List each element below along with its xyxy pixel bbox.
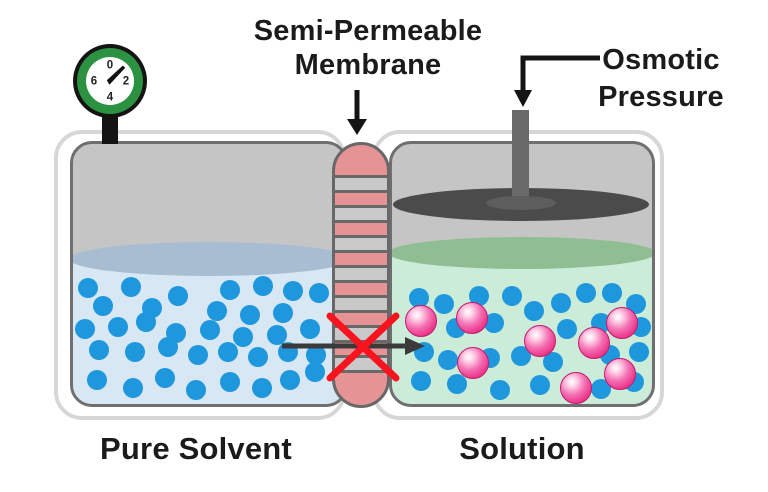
pure-solvent-label: Pure Solvent <box>100 431 292 466</box>
solvent-molecule-dot <box>93 296 113 316</box>
solvent-molecule-dot <box>469 286 489 306</box>
solvent-molecule-dot <box>220 372 240 392</box>
solvent-molecule-dot <box>218 342 238 362</box>
membrane-label-line2: Membrane <box>294 49 442 81</box>
solvent-molecule-dot <box>591 379 611 399</box>
solvent-molecule-dot <box>108 317 128 337</box>
membrane-label-line1: Semi-Permeable <box>253 15 483 47</box>
solvent-molecule-dot <box>75 319 95 339</box>
solvent-molecule-dot <box>305 362 325 382</box>
membrane-stripe <box>335 250 387 265</box>
solvent-molecule-dot <box>551 293 571 313</box>
solvent-molecule-dot <box>283 281 303 301</box>
right-liquid-surface <box>392 237 652 269</box>
membrane-label: Semi-Permeable Membrane <box>208 14 528 82</box>
solvent-molecule-dot <box>121 277 141 297</box>
solvent-molecule-dot <box>409 288 429 308</box>
solvent-molecule-dot <box>252 378 272 398</box>
membrane-stripe <box>335 205 387 220</box>
solvent-molecule-dot <box>447 374 467 394</box>
solvent-molecule-dot <box>125 342 145 362</box>
solvent-molecule-dot <box>438 350 458 370</box>
gauge-needle-icon <box>106 65 126 85</box>
solvent-molecule-dot <box>557 319 577 339</box>
solvent-molecule-dot <box>484 313 504 333</box>
solvent-molecule-dot <box>158 337 178 357</box>
solvent-molecule-dot <box>123 378 143 398</box>
solvent-molecule-dot <box>240 305 260 325</box>
blocked-flow-x-icon <box>326 312 400 382</box>
solvent-molecule-dot <box>300 319 320 339</box>
osmotic-pressure-arrowhead-icon <box>514 90 532 107</box>
piston-rod <box>512 110 529 207</box>
membrane-stripe <box>335 280 387 295</box>
solute-molecule-sphere <box>606 307 638 339</box>
solvent-molecule-dot <box>629 342 649 362</box>
solute-molecule-sphere <box>604 358 636 390</box>
gauge-tick: 0 <box>106 59 114 72</box>
solvent-molecule-dot <box>411 371 431 391</box>
solvent-molecule-dot <box>273 303 293 323</box>
solvent-molecule-dot <box>309 283 329 303</box>
membrane-stripe <box>335 190 387 205</box>
membrane-stripe <box>335 265 387 280</box>
solvent-molecule-dot <box>155 368 175 388</box>
membrane-stripe <box>335 235 387 250</box>
osmotic-label-line1: Osmotic <box>602 44 720 76</box>
gauge-stem <box>102 112 118 144</box>
osmotic-label-line2: Pressure <box>598 81 724 113</box>
membrane-stripe <box>335 295 387 310</box>
membrane-stripe <box>335 175 387 190</box>
solute-molecule-sphere <box>560 372 592 404</box>
gauge-tick: 4 <box>106 91 114 104</box>
solute-molecule-sphere <box>578 327 610 359</box>
solvent-molecule-dot <box>233 327 253 347</box>
piston-hub <box>486 196 556 210</box>
solvent-molecule-dot <box>78 278 98 298</box>
solvent-molecule-dot <box>502 286 522 306</box>
solvent-molecule-dot <box>188 345 208 365</box>
solvent-molecule-dot <box>511 346 531 366</box>
solvent-molecule-dot <box>306 345 326 365</box>
solvent-molecule-dot <box>490 380 510 400</box>
solvent-molecule-dot <box>530 375 550 395</box>
membrane-stripe <box>335 310 387 325</box>
solvent-molecule-dot <box>602 283 622 303</box>
solvent-molecule-dot <box>253 276 273 296</box>
solvent-molecule-dot <box>136 312 156 332</box>
solvent-molecule-dot <box>267 325 287 345</box>
solvent-molecule-dot <box>434 294 454 314</box>
solvent-molecule-dot <box>207 301 227 321</box>
solvent-molecule-dot <box>168 286 188 306</box>
solvent-molecule-dot <box>524 301 544 321</box>
solvent-molecule-dot <box>200 320 220 340</box>
solute-molecule-sphere <box>457 347 489 379</box>
solvent-molecule-dot <box>248 347 268 367</box>
solvent-molecule-dot <box>280 370 300 390</box>
membrane-stripe <box>335 220 387 235</box>
pressure-gauge-icon: 0 2 4 6 <box>73 44 147 118</box>
osmotic-pressure-connector-icon <box>520 55 600 92</box>
solvent-molecule-dot <box>576 283 596 303</box>
solvent-molecule-dot <box>543 352 563 372</box>
solvent-molecule-dot <box>89 340 109 360</box>
solvent-molecule-dot <box>220 280 240 300</box>
gauge-tick: 2 <box>122 75 130 88</box>
solute-molecule-sphere <box>524 325 556 357</box>
gauge-tick: 6 <box>90 75 98 88</box>
solute-molecule-sphere <box>456 302 488 334</box>
membrane-stripe-border <box>335 370 387 373</box>
osmotic-pressure-label: Osmotic Pressure <box>586 42 736 116</box>
solution-label: Solution <box>459 431 585 466</box>
solvent-molecule-dot <box>87 370 107 390</box>
left-liquid-surface <box>73 242 345 276</box>
membrane-pointer-arrowhead-icon <box>347 119 367 135</box>
solute-molecule-sphere <box>405 305 437 337</box>
solvent-molecule-dot <box>186 380 206 400</box>
solvent-flow-arrowhead-icon <box>405 337 425 355</box>
